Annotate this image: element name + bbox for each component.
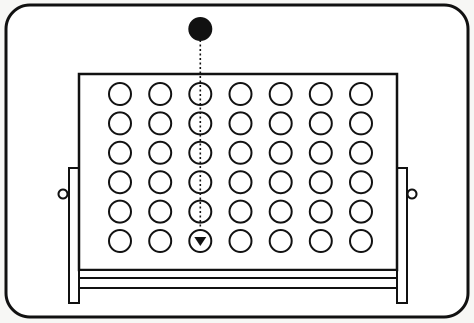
empty-slot-icon bbox=[310, 83, 332, 105]
right-knob-icon bbox=[408, 190, 417, 199]
empty-slot-icon bbox=[149, 142, 171, 164]
empty-slot-icon bbox=[109, 201, 131, 223]
empty-slot-icon bbox=[270, 112, 292, 134]
empty-slot-icon bbox=[310, 201, 332, 223]
empty-slot-icon bbox=[310, 112, 332, 134]
base-rail-bottom bbox=[79, 278, 397, 288]
empty-slot-icon bbox=[270, 201, 292, 223]
empty-slot-icon bbox=[350, 171, 372, 193]
empty-slot-icon bbox=[149, 83, 171, 105]
empty-slot-icon bbox=[230, 142, 252, 164]
left-leg bbox=[69, 168, 79, 303]
empty-slot-icon bbox=[109, 83, 131, 105]
empty-slot-icon bbox=[230, 230, 252, 252]
empty-slot-icon bbox=[350, 142, 372, 164]
empty-slot-icon bbox=[270, 142, 292, 164]
empty-slot-icon bbox=[149, 112, 171, 134]
disc-layer bbox=[188, 17, 212, 41]
empty-slot-icon bbox=[350, 83, 372, 105]
empty-slot-icon bbox=[149, 171, 171, 193]
empty-slot-icon bbox=[149, 230, 171, 252]
empty-slot-icon bbox=[230, 171, 252, 193]
empty-slot-icon bbox=[230, 112, 252, 134]
empty-slot-icon bbox=[230, 201, 252, 223]
empty-slot-icon bbox=[109, 230, 131, 252]
empty-slot-icon bbox=[270, 171, 292, 193]
empty-slot-icon bbox=[149, 201, 171, 223]
empty-slot-icon bbox=[350, 230, 372, 252]
left-knob-icon bbox=[59, 190, 68, 199]
empty-slot-icon bbox=[109, 112, 131, 134]
right-leg bbox=[397, 168, 407, 303]
empty-slot-icon bbox=[109, 142, 131, 164]
empty-slot-icon bbox=[310, 230, 332, 252]
empty-slot-icon bbox=[310, 142, 332, 164]
empty-slot-icon bbox=[350, 112, 372, 134]
empty-slot-icon bbox=[310, 171, 332, 193]
empty-slot-icon bbox=[270, 230, 292, 252]
empty-slot-icon bbox=[350, 201, 372, 223]
black-disc-icon bbox=[188, 17, 212, 41]
base-rail-top bbox=[79, 270, 397, 278]
empty-slot-icon bbox=[109, 171, 131, 193]
empty-slot-icon bbox=[230, 83, 252, 105]
empty-slot-icon bbox=[270, 83, 292, 105]
